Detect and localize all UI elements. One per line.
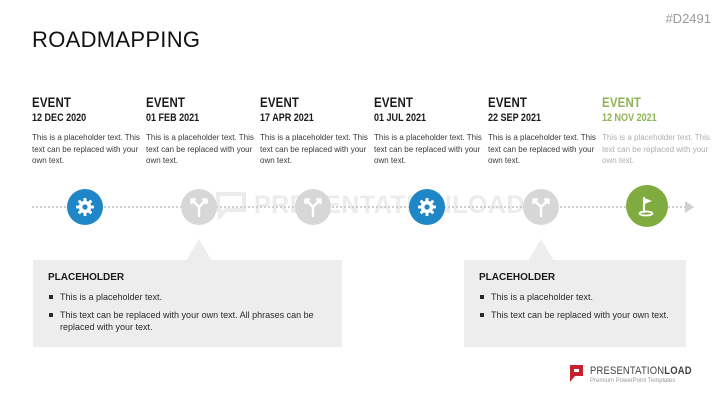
flag-icon [638, 196, 654, 217]
event-label: EVENT [602, 94, 642, 110]
callout-pointer [186, 239, 212, 261]
timeline-line [32, 206, 686, 208]
event-3: EVENT 17 APR 2021 This is a placeholder … [260, 94, 370, 167]
event-description: This is a placeholder text. This text ca… [260, 133, 368, 165]
event-1: EVENT 12 DEC 2020 This is a placeholder … [32, 94, 142, 167]
event-date: 17 APR 2021 [260, 112, 314, 124]
signpost-icon [304, 198, 322, 217]
logo-text: PRESENTATIONLOAD [590, 364, 692, 377]
gear-icon [76, 198, 94, 216]
timeline-node-4[interactable] [409, 189, 445, 225]
signpost-icon [190, 198, 208, 217]
event-description: This is a placeholder text. This text ca… [146, 133, 254, 165]
slide-title: ROADMAPPING [32, 27, 201, 52]
timeline-arrow-icon [685, 201, 694, 213]
event-label: EVENT [374, 94, 414, 110]
event-date: 01 FEB 2021 [146, 112, 200, 124]
event-5: EVENT 22 SEP 2021 This is a placeholder … [488, 94, 598, 167]
gear-icon [418, 198, 436, 216]
event-description: This is a placeholder text. This text ca… [374, 133, 482, 165]
event-label: EVENT [260, 94, 300, 110]
callout-title: PLACEHOLDER [479, 272, 556, 283]
event-label: EVENT [146, 94, 186, 110]
event-date: 22 SEP 2021 [488, 112, 542, 124]
callout-title: PLACEHOLDER [48, 272, 125, 283]
callout-bullet-list: This is a placeholder text. This text ca… [464, 291, 686, 321]
event-description: This is a placeholder text. This text ca… [602, 133, 710, 165]
callout-bullet: This is a placeholder text. [480, 291, 686, 304]
watermark: PRESENTATIONLOAD [214, 190, 525, 220]
timeline-node-5[interactable] [523, 189, 559, 225]
slide-id: #D2491 [665, 11, 711, 26]
event-date: 12 DEC 2020 [32, 112, 87, 124]
callout-box-1: PLACEHOLDER This is a placeholder text. … [33, 260, 342, 347]
timeline-node-6[interactable] [626, 185, 668, 227]
callout-bullet: This text can be replaced with your own … [480, 309, 686, 322]
callout-box-2: PLACEHOLDER This is a placeholder text. … [464, 260, 686, 347]
timeline-node-2[interactable] [181, 189, 217, 225]
event-description: This is a placeholder text. This text ca… [32, 133, 140, 165]
event-description: This is a placeholder text. This text ca… [488, 133, 596, 165]
callout-bullet: This is a placeholder text. [49, 291, 342, 304]
callout-bullet-list: This is a placeholder text. This text ca… [33, 291, 342, 334]
callout-bullet: This text can be replaced with your own … [49, 309, 342, 334]
presentationload-logo: PRESENTATIONLOAD Premium PowerPoint Temp… [568, 363, 708, 385]
logo-subtitle: Premium PowerPoint Templates [590, 377, 676, 384]
event-2: EVENT 01 FEB 2021 This is a placeholder … [146, 94, 256, 167]
event-date: 12 NOV 2021 [602, 112, 657, 124]
event-6: EVENT 12 NOV 2021 This is a placeholder … [602, 94, 712, 167]
callout-pointer [528, 239, 554, 261]
timeline-node-1[interactable] [67, 189, 103, 225]
event-label: EVENT [32, 94, 72, 110]
watermark-logo-icon [216, 192, 246, 220]
timeline-node-3[interactable] [295, 189, 331, 225]
event-4: EVENT 01 JUL 2021 This is a placeholder … [374, 94, 484, 167]
event-label: EVENT [488, 94, 528, 110]
presentationload-logo-icon [570, 365, 583, 382]
event-date: 01 JUL 2021 [374, 112, 426, 124]
signpost-icon [532, 198, 550, 217]
